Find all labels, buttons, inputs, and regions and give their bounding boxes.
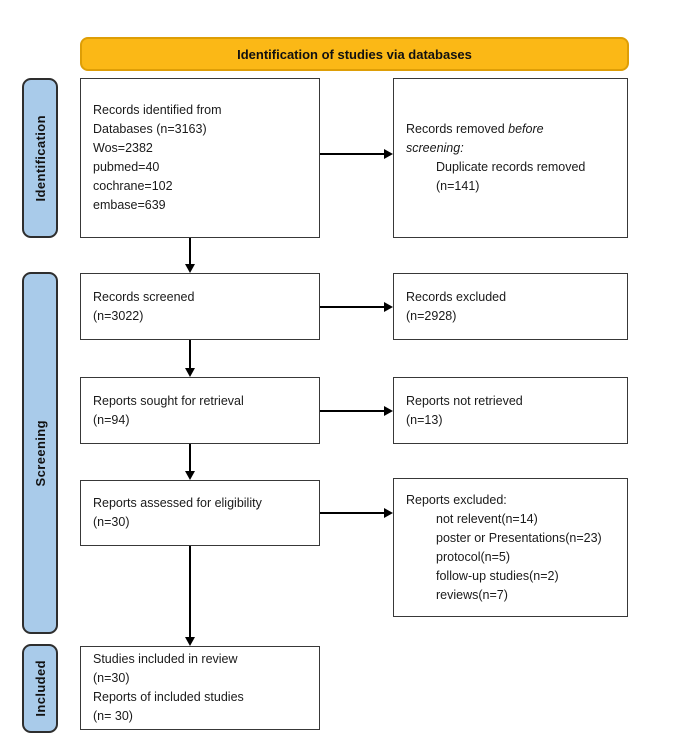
reports-not-retrieved-box: Reports not retrieved (n=13): [393, 377, 628, 444]
arrow-assessed-to-included-line: [189, 546, 191, 638]
reports-not-retrieved-text: Reports not retrieved (n=13): [406, 393, 523, 427]
stage-band-identification: Identification: [22, 78, 58, 238]
arrow-sought-to-notretrieved-line: [320, 410, 384, 412]
reports-excluded-title: Reports excluded:: [406, 492, 507, 507]
stage-band-identification-label: Identification: [32, 114, 48, 202]
reports-assessed-text: Reports assessed for eligibility (n=30): [93, 496, 262, 529]
reports-sought-box: Reports sought for retrieval (n=94): [80, 377, 320, 444]
arrow-sought-to-assessed-head-icon: [184, 471, 195, 480]
arrow-sought-to-notretrieved-head-icon: [384, 405, 393, 416]
reports-excluded-detail: not relevent(n=14) poster or Presentatio…: [436, 511, 602, 602]
records-excluded-text: Records excluded (n=2928): [406, 289, 507, 323]
reports-assessed-box: Reports assessed for eligibility (n=30): [80, 480, 320, 546]
diagram-title: Identification of studies via databases: [237, 46, 472, 62]
records-identified-box: Records identified from Databases (n=316…: [80, 78, 320, 238]
stage-band-included: Included: [22, 644, 58, 733]
arrow-identified-to-removed-line: [320, 153, 384, 155]
diagram-title-banner: Identification of studies via databases: [80, 37, 629, 71]
records-removed-detail: Duplicate records removed (n=141): [436, 160, 586, 193]
arrow-identified-to-screened-line: [189, 238, 191, 266]
arrow-sought-to-assessed-line: [189, 444, 191, 472]
stage-band-screening: Screening: [22, 272, 58, 634]
records-identified-text: Records identified from Databases (n=316…: [93, 103, 222, 212]
arrow-screened-to-sought-line: [189, 340, 191, 369]
arrow-assessed-to-excluded-head-icon: [384, 507, 393, 518]
records-screened-box: Records screened (n=3022): [80, 273, 320, 340]
arrow-identified-to-screened-head-icon: [184, 264, 195, 273]
stage-band-screening-label: Screening: [32, 419, 48, 487]
stage-band-included-label: Included: [32, 660, 48, 717]
records-excluded-box: Records excluded (n=2928): [393, 273, 628, 340]
studies-included-box: Studies included in review (n=30) Report…: [80, 646, 320, 730]
arrow-screened-to-excluded-line: [320, 306, 384, 308]
reports-excluded-box: Reports excluded: not relevent(n=14) pos…: [393, 478, 628, 617]
studies-included-text: Studies included in review (n=30) Report…: [93, 652, 244, 723]
arrow-screened-to-excluded-head-icon: [384, 301, 393, 312]
arrow-assessed-to-included-head-icon: [184, 637, 195, 646]
reports-sought-text: Reports sought for retrieval (n=94): [93, 393, 244, 427]
records-screened-text: Records screened (n=3022): [93, 289, 195, 323]
arrow-screened-to-sought-head-icon: [184, 368, 195, 377]
arrow-identified-to-removed-head-icon: [384, 148, 393, 159]
arrow-assessed-to-excluded-line: [320, 512, 384, 514]
